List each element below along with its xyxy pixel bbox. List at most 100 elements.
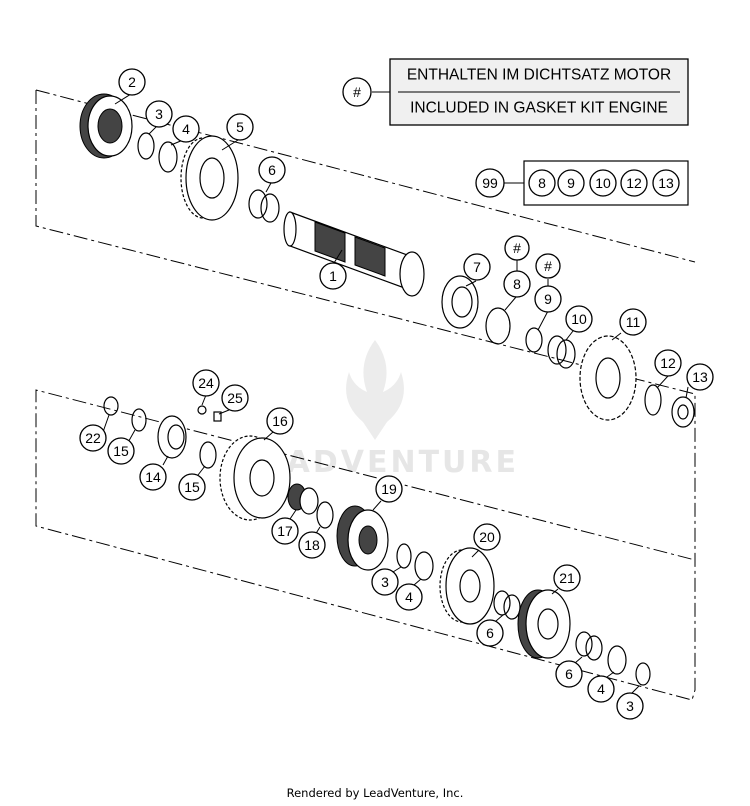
svg-text:5: 5 — [236, 119, 244, 135]
svg-text:14: 14 — [145, 469, 161, 485]
callout-5: 5 — [226, 113, 254, 141]
svg-text:21: 21 — [559, 570, 575, 586]
legend: ENTHALTEN IM DICHTSATZ MOTOR INCLUDED IN… — [342, 58, 689, 126]
svg-text:4: 4 — [182, 121, 190, 137]
svg-text:9: 9 — [544, 291, 552, 307]
svg-text:10: 10 — [571, 311, 587, 327]
svg-text:12: 12 — [660, 355, 676, 371]
svg-text:25: 25 — [227, 390, 243, 406]
callout-14: 14 — [139, 463, 167, 491]
nut-13-drawing — [671, 396, 695, 428]
screw-25-drawing — [197, 405, 222, 422]
svg-text:10: 10 — [595, 175, 611, 191]
svg-text:8: 8 — [513, 276, 521, 292]
callout-24: 24 — [192, 369, 220, 397]
svg-text:#: # — [353, 84, 361, 100]
callout-25: 25 — [221, 384, 249, 412]
callout-17: 17 — [271, 517, 299, 545]
svg-text:15: 15 — [184, 479, 200, 495]
legend-hash-callout: # — [342, 77, 372, 107]
circlip-3b-drawing — [396, 543, 412, 569]
kit-item-callout: 9 — [557, 169, 585, 197]
callout-18: 18 — [298, 531, 326, 559]
callout-21: 21 — [553, 564, 581, 592]
callout-6b: 6 — [476, 619, 504, 647]
shaft-1-drawing — [283, 211, 425, 297]
kit-item-callout: 12 — [620, 169, 648, 197]
kit-item-callout: 13 — [652, 169, 680, 197]
svg-text:99: 99 — [482, 175, 498, 191]
callout-19: 19 — [375, 475, 403, 503]
gear-21-drawing — [517, 589, 571, 659]
kit-item-callout: 10 — [589, 169, 617, 197]
gear-20-drawing — [439, 547, 495, 625]
svg-text:#: # — [544, 258, 552, 274]
needle-bearing-17-drawing — [287, 483, 319, 515]
footer-credit: Rendered by LeadVenture, Inc. — [286, 786, 464, 800]
callout-6: 6 — [258, 156, 286, 184]
callout-4b: 4 — [395, 583, 423, 611]
callout-3b: 3 — [371, 568, 399, 596]
callout-1: 1 — [319, 262, 347, 290]
svg-text:20: 20 — [479, 529, 495, 545]
gear-2-drawing — [79, 93, 133, 159]
kit-item-callout: 8 — [528, 169, 556, 197]
svg-text:#: # — [513, 240, 521, 256]
washer-12-drawing — [644, 384, 662, 416]
callout-22: 22 — [79, 424, 107, 452]
circlip-3-drawing — [137, 132, 155, 160]
svg-text:16: 16 — [272, 413, 288, 429]
oring-9-drawing — [525, 327, 543, 353]
bearing-14-drawing — [157, 415, 187, 459]
bushing-6b-drawing — [493, 590, 521, 620]
svg-text:2: 2 — [128, 74, 136, 90]
svg-text:6: 6 — [268, 162, 276, 178]
bearing-7-drawing — [441, 275, 479, 329]
svg-text:24: 24 — [198, 375, 214, 391]
leader-lines — [102, 93, 689, 695]
callout-20: 20 — [473, 523, 501, 551]
callout-3: 3 — [145, 100, 173, 128]
svg-text:9: 9 — [567, 175, 575, 191]
callout-15b: 15 — [178, 473, 206, 501]
svg-text:8: 8 — [538, 175, 546, 191]
callout-8-hash: # — [504, 235, 530, 261]
callout-11: 11 — [619, 308, 647, 336]
svg-text:11: 11 — [626, 314, 641, 330]
svg-text:3: 3 — [381, 574, 389, 590]
svg-text:13: 13 — [692, 369, 708, 385]
svg-text:6: 6 — [565, 666, 573, 682]
callout-7: 7 — [463, 253, 491, 281]
bushing-6c-drawing — [575, 631, 603, 661]
svg-text:22: 22 — [85, 430, 101, 446]
kit-number-callout: 99 — [475, 168, 505, 198]
legend-line-de: ENTHALTEN IM DICHTSATZ MOTOR — [407, 67, 671, 84]
svg-text:3: 3 — [626, 698, 634, 714]
svg-text:19: 19 — [381, 481, 397, 497]
sprocket-11-drawing — [579, 335, 637, 421]
callout-9: 9 — [534, 285, 562, 313]
svg-text:6: 6 — [486, 625, 494, 641]
svg-text:1: 1 — [329, 268, 337, 284]
seal-8-drawing — [485, 307, 511, 345]
svg-text:13: 13 — [658, 175, 674, 191]
washer-15b-drawing — [199, 441, 217, 469]
svg-text:3: 3 — [155, 106, 163, 122]
svg-text:12: 12 — [626, 175, 642, 191]
callout-6c: 6 — [555, 660, 583, 688]
svg-text:18: 18 — [304, 537, 320, 553]
spacer-10-drawing — [547, 335, 576, 369]
circlip-22-drawing — [103, 396, 119, 416]
callout-12: 12 — [654, 349, 682, 377]
callout-9-hash: # — [535, 253, 561, 279]
svg-text:7: 7 — [473, 259, 481, 275]
gear-19-drawing — [336, 505, 389, 571]
callout-16: 16 — [266, 407, 294, 435]
callout-4: 4 — [172, 115, 200, 143]
svg-text:15: 15 — [113, 443, 129, 459]
flame-logo-icon — [346, 340, 404, 440]
callout-13: 13 — [686, 363, 714, 391]
legend-line-en: INCLUDED IN GASKET KIT ENGINE — [410, 100, 668, 117]
washer-15-drawing — [131, 408, 147, 432]
